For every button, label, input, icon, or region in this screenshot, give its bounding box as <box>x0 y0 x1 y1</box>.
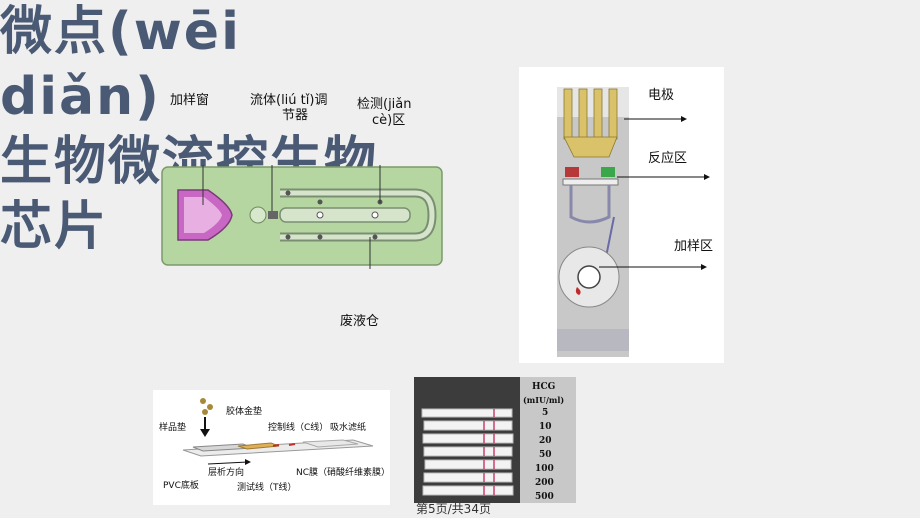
hcg-level: 200 <box>535 478 554 488</box>
label-nc-membrane: NC膜（硝酸纤维素膜） <box>296 468 391 478</box>
label-flow-direction: 层析方向 <box>208 468 245 478</box>
hcg-level: 500 <box>535 492 554 502</box>
label-pvc-base: PVC底板 <box>163 481 199 491</box>
label-detection-1: 检测(jiǎn <box>357 97 412 112</box>
hcg-strips-drawing <box>421 408 514 496</box>
test-strip-drawing <box>182 398 374 465</box>
label-gold-pad: 胶体金垫 <box>226 407 263 417</box>
label-sample-window: 加样窗 <box>170 93 210 108</box>
electrode-chip-figure <box>519 67 724 363</box>
microfluidic-chip-figure <box>161 165 443 269</box>
label-flow-regulator-2: 节器 <box>282 108 309 123</box>
label-waste-chamber: 废液仓 <box>340 314 380 329</box>
page-number: 第5页/共34页 <box>416 502 491 516</box>
label-detection-2: cè)区 <box>372 113 406 128</box>
hcg-level: 100 <box>535 464 554 474</box>
label-flow-regulator-1: 流体(liú tǐ)调 <box>250 93 328 108</box>
title-line-3: 芯片 <box>0 197 109 257</box>
label-test-line: 测试线（T线） <box>237 483 297 493</box>
hcg-level: 20 <box>539 436 552 446</box>
label-reaction-zone: 反应区 <box>648 151 688 166</box>
label-absorbent-paper: 吸水滤纸 <box>330 423 367 433</box>
label-sample-pad: 样品垫 <box>159 423 187 433</box>
hcg-header-1: HCG <box>532 382 556 392</box>
label-sample-zone: 加样区 <box>674 239 714 254</box>
hcg-level: 5 <box>542 408 549 418</box>
hcg-level: 50 <box>539 450 552 460</box>
hcg-level: 10 <box>539 422 552 432</box>
hcg-header-2: (mIU/ml) <box>523 395 565 405</box>
hcg-scale-panel <box>520 377 576 503</box>
label-electrode: 电极 <box>648 88 675 103</box>
label-control-line: 控制线（C线） <box>268 423 329 433</box>
title-line-1: 微点(wēi diǎn) <box>0 2 241 127</box>
